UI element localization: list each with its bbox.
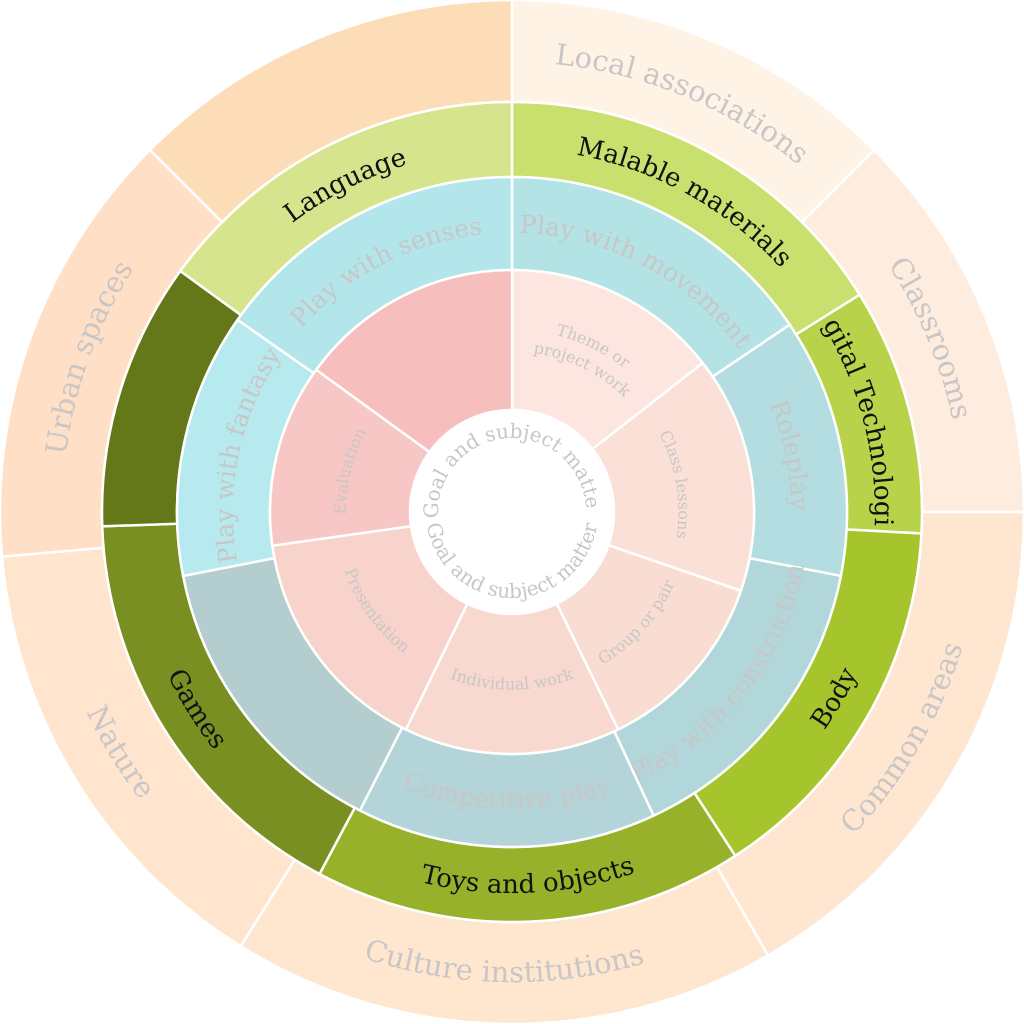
center-circle — [410, 410, 614, 614]
